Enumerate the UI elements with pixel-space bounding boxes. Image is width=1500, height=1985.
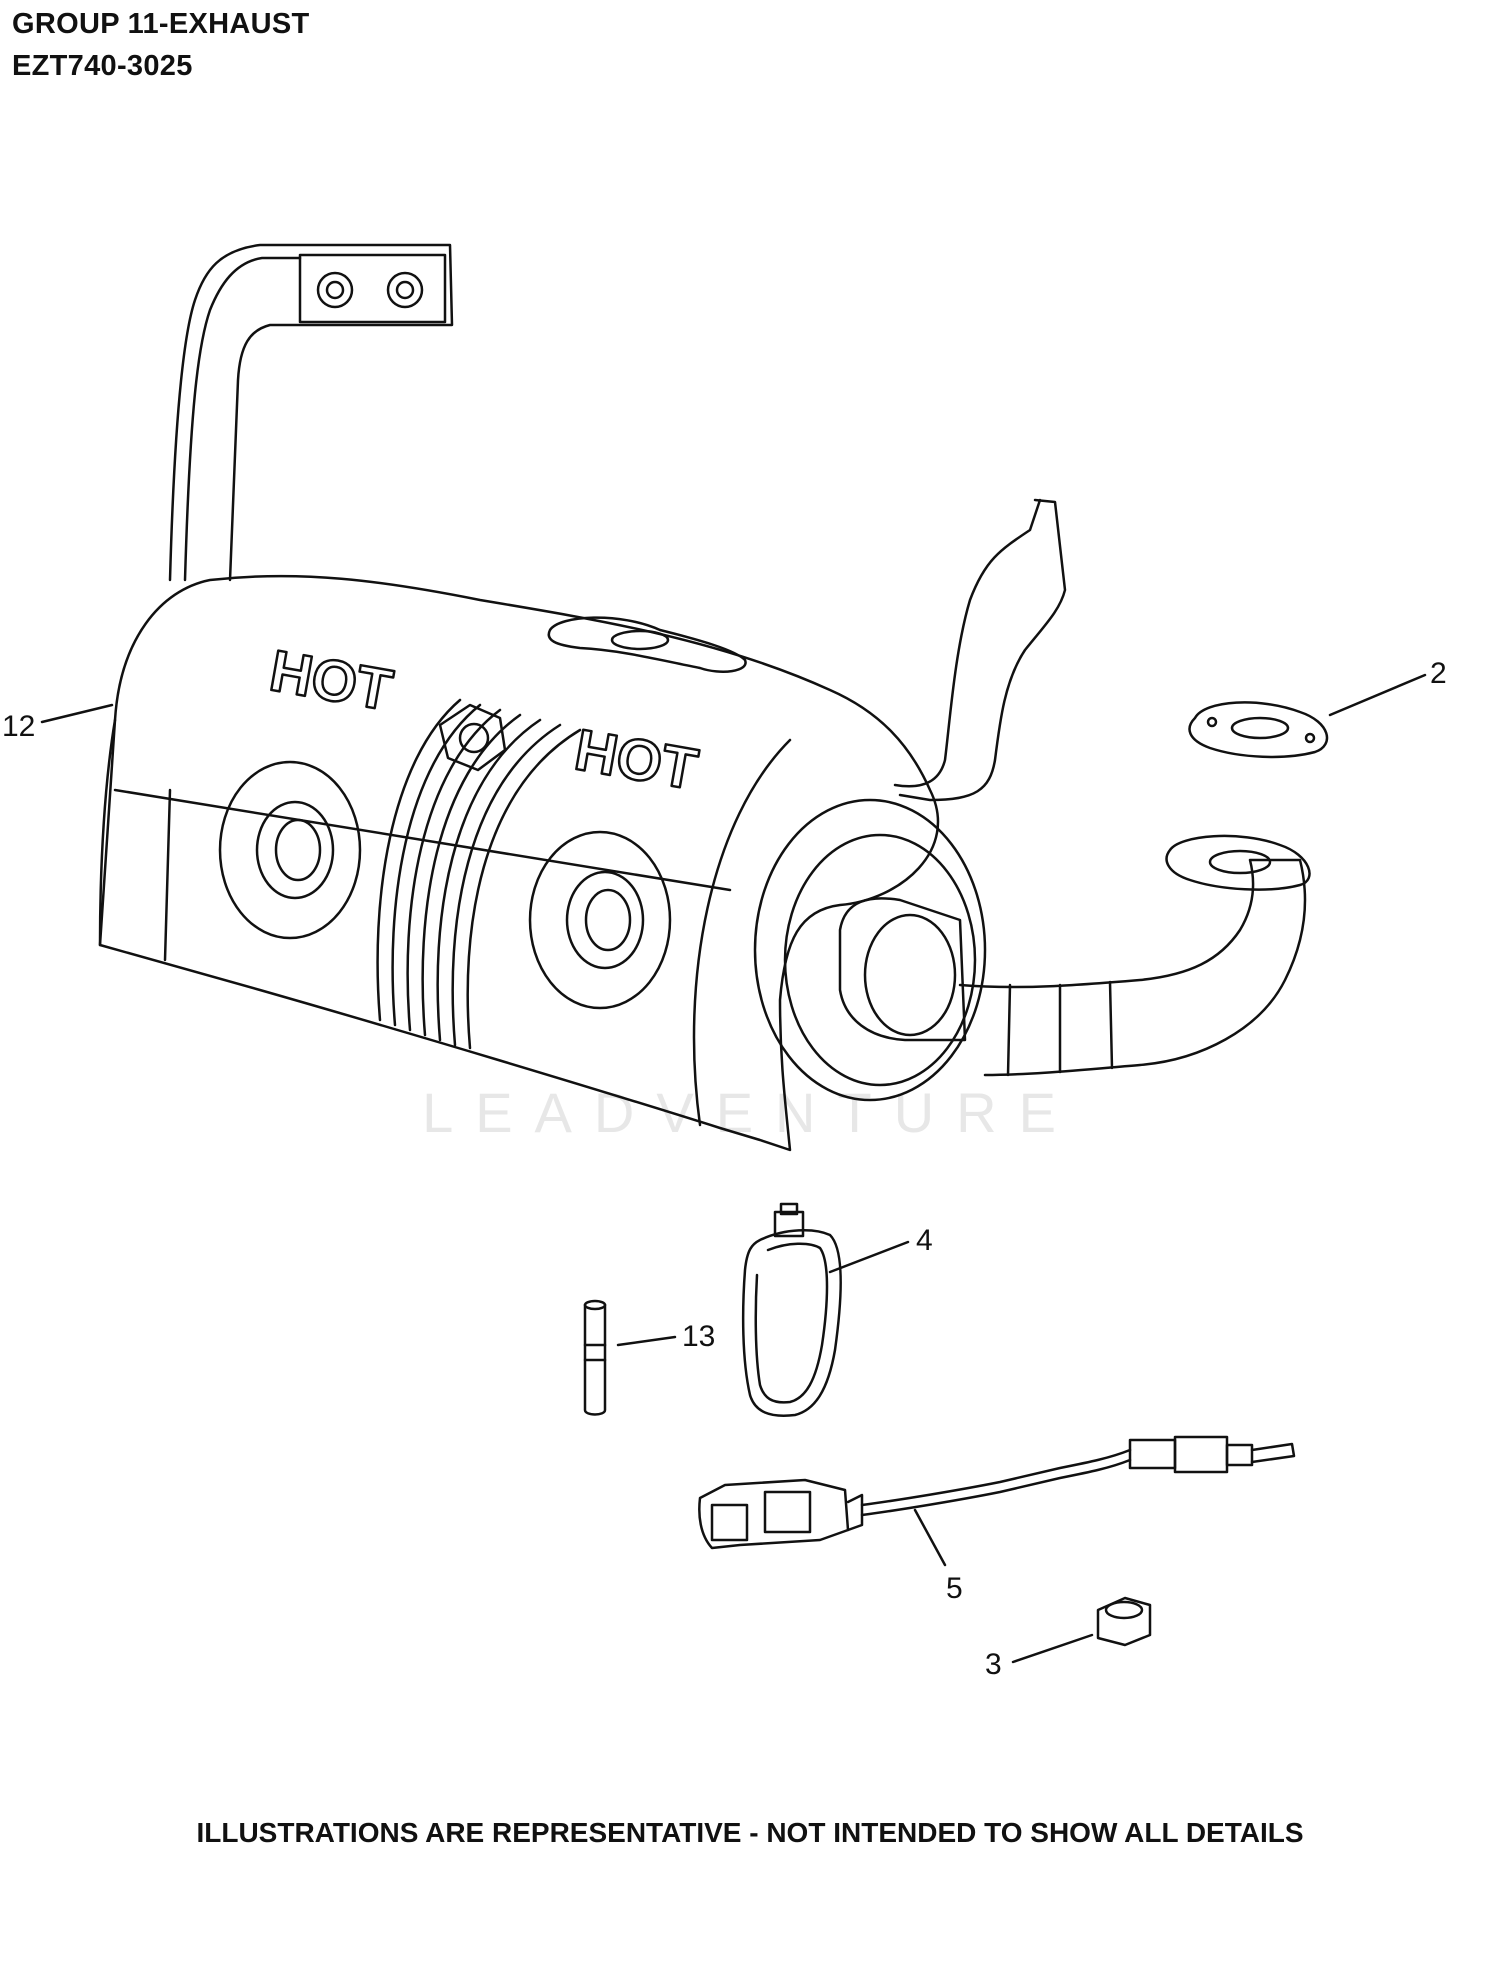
dowel-pin — [583, 1299, 607, 1416]
flange-nut — [1096, 1596, 1152, 1647]
exhaust-gasket — [1188, 701, 1329, 759]
disclaimer-footer: ILLUSTRATIONS ARE REPRESENTATIVE - NOT I… — [196, 1817, 1304, 1848]
callout-12: 12 — [2, 710, 36, 743]
leader-line — [40, 703, 114, 724]
muffler-heat-shield — [98, 243, 1311, 1152]
callout-13: 13 — [682, 1320, 716, 1353]
sensor-clamp — [741, 1202, 842, 1417]
right-bracket — [898, 498, 1067, 802]
shield-bolt — [438, 703, 507, 772]
leader-line — [616, 1335, 677, 1347]
shield-outline — [98, 574, 940, 1152]
leader-line — [828, 1240, 910, 1274]
model-number: EZT740-3025 — [12, 50, 193, 82]
leader-line — [1328, 673, 1427, 717]
callout-3: 3 — [985, 1648, 1002, 1681]
oxygen-sensor — [698, 1435, 1296, 1550]
bracket-nut — [316, 271, 354, 309]
pipe-flange — [1165, 834, 1311, 891]
callout-2: 2 — [1430, 657, 1447, 690]
callout-4: 4 — [916, 1224, 933, 1257]
callout-5: 5 — [946, 1572, 963, 1605]
shield-boss — [218, 760, 362, 940]
muffler-end-cap — [753, 798, 987, 1102]
hot-label: HOT — [265, 638, 397, 723]
bracket-nut — [386, 271, 424, 309]
page-title: GROUP 11-EXHAUST — [12, 8, 310, 40]
top-flange — [547, 616, 747, 673]
shield-boss — [528, 830, 672, 1010]
upper-bracket — [168, 243, 454, 582]
hot-label: HOT — [570, 717, 702, 802]
leader-line — [913, 1508, 947, 1567]
exhaust-pipe — [958, 858, 1307, 1077]
leader-line — [1011, 1633, 1094, 1664]
